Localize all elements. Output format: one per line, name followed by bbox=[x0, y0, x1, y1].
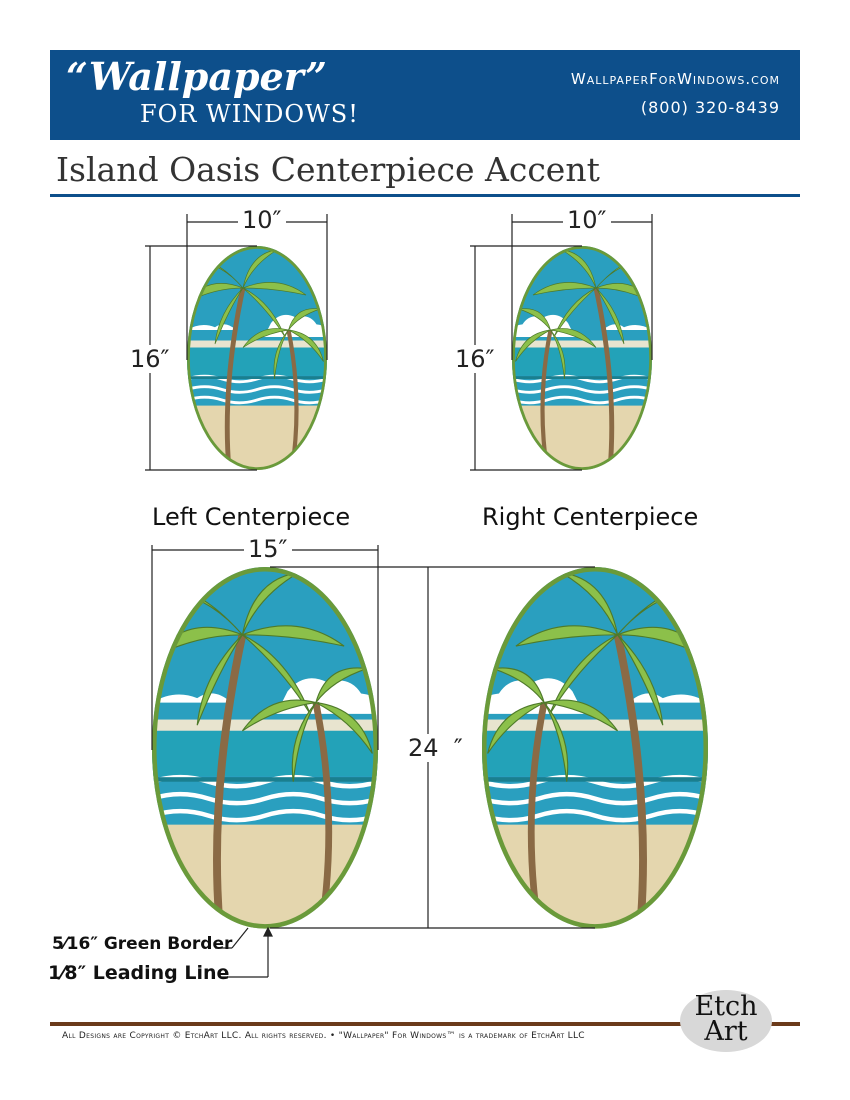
etchart-logo-text: Etch Art bbox=[694, 991, 758, 1047]
etchart-logo bbox=[680, 990, 772, 1052]
small-left-height: 16″ bbox=[130, 345, 170, 373]
large-left-oval bbox=[152, 567, 384, 929]
label-right-centerpiece: Right Centerpiece bbox=[482, 503, 699, 531]
small-right-width: 10″ bbox=[563, 206, 611, 234]
phone-number: (800) 320-8439 bbox=[640, 98, 780, 117]
header-banner bbox=[50, 50, 800, 140]
small-left-width: 10″ bbox=[238, 206, 286, 234]
footer-divider bbox=[50, 1022, 800, 1026]
small-right-height: 16″ bbox=[455, 345, 495, 373]
green-border-note: 5⁄16″ Green Border bbox=[52, 934, 233, 954]
title-divider bbox=[50, 194, 800, 197]
large-height: 24 ″ bbox=[408, 734, 463, 762]
copyright-text: All Designs are Copyright © EtchArt LLC.… bbox=[62, 1031, 585, 1041]
logo-wallpaper: “Wallpaper” bbox=[66, 54, 327, 99]
large-right-oval bbox=[476, 567, 708, 929]
large-width: 15″ bbox=[244, 535, 292, 563]
logo-for-windows: FOR WINDOWS! bbox=[140, 100, 359, 128]
label-left-centerpiece: Left Centerpiece bbox=[152, 503, 351, 531]
website-link[interactable]: WallpaperForWindows.com bbox=[570, 70, 780, 88]
leading-line-note: 1⁄8″ Leading Line bbox=[48, 962, 230, 984]
page-title: Island Oasis Centerpiece Accent bbox=[56, 150, 600, 189]
small-left-oval bbox=[187, 246, 331, 470]
small-right-oval bbox=[509, 246, 653, 470]
